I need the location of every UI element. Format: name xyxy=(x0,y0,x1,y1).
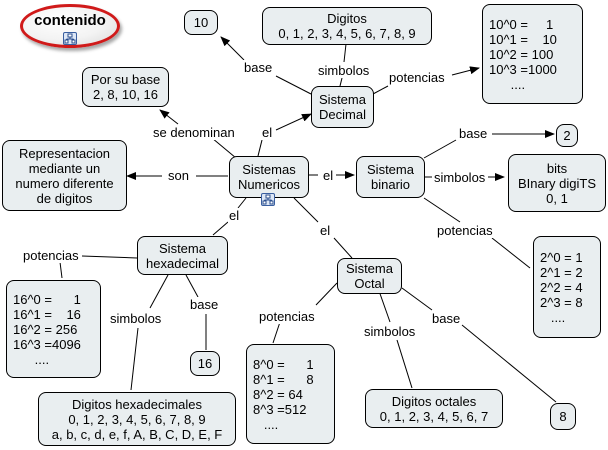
link-line xyxy=(491,237,531,269)
link-line xyxy=(212,221,229,236)
link-line xyxy=(159,109,179,125)
concept-digitos-decimal[interactable]: Digitos 0, 1, 2, 3, 4, 5, 6, 7, 8, 9 xyxy=(262,7,432,45)
link-line xyxy=(315,282,338,306)
concept-base-8[interactable]: 8 xyxy=(550,403,576,430)
link-label-base-decimal: base xyxy=(243,60,274,75)
link-label-potencias-octal: potencias xyxy=(258,309,316,324)
link-label-el-octal: el xyxy=(319,223,332,238)
link-label-el-hex: el xyxy=(228,208,241,223)
link-line xyxy=(185,274,199,298)
concept-sistema-decimal[interactable]: Sistema Decimal xyxy=(311,86,374,128)
map-title-badge[interactable]: contenido xyxy=(20,4,120,50)
link-label-el-binario: el xyxy=(322,168,335,183)
link-line xyxy=(59,261,63,279)
link-label-potencias-decimal: potencias xyxy=(388,70,446,85)
concept-potencias-octal[interactable]: 8^0 = 1 8^1 = 8 8^2 = 64 8^3 =512 .... xyxy=(246,344,335,444)
concept-potencias-binario[interactable]: 2^0 = 1 2^1 = 2 2^2 = 4 2^3 = 8 .... xyxy=(533,236,601,338)
concept-base-2[interactable]: 2 xyxy=(556,124,578,147)
concept-sistema-binario[interactable]: Sistema binario xyxy=(356,156,425,198)
link-line xyxy=(461,324,557,403)
concept-digitos-hexadecimales[interactable]: Digitos hexadecimales 0, 1, 2, 3, 4, 5, … xyxy=(38,392,236,446)
concept-bits[interactable]: bits BInary digiTS 0, 1 xyxy=(508,154,606,212)
link-label-potencias-hex: potencias xyxy=(22,248,80,263)
link-line xyxy=(423,139,457,159)
link-line xyxy=(396,339,413,389)
link-line xyxy=(272,321,281,344)
link-line xyxy=(275,75,312,95)
link-line xyxy=(339,77,343,87)
link-line xyxy=(275,113,312,131)
link-label-base-hex: base xyxy=(189,297,220,312)
link-label-base-octal: base xyxy=(431,311,462,326)
link-label-son: son xyxy=(167,168,190,183)
link-line xyxy=(451,66,480,76)
link-line xyxy=(333,237,353,259)
concept-potencias-hex[interactable]: 16^0 = 1 16^1 = 16 16^2 = 256 16^3 =4096… xyxy=(6,280,101,378)
link-label-simbolos-decimal: simbolos xyxy=(317,63,371,78)
concept-por-su-base[interactable]: Por su base 2, 8, 10, 16 xyxy=(82,67,169,107)
sub-map-icon[interactable] xyxy=(261,193,275,206)
link-line xyxy=(211,137,237,159)
map-title: contenido xyxy=(34,12,106,29)
concept-representacion[interactable]: Representacion mediante un numero difere… xyxy=(2,140,127,211)
link-label-se-denominan: se denominan xyxy=(152,125,236,140)
concept-digitos-octales[interactable]: Digitos octales 0, 1, 2, 3, 4, 5, 6, 7 xyxy=(365,389,503,428)
concept-sistema-hexadecimal[interactable]: Sistema hexadecimal xyxy=(137,236,228,275)
sub-map-icon[interactable] xyxy=(63,32,77,45)
link-line xyxy=(372,85,389,95)
link-line xyxy=(257,139,263,157)
link-line xyxy=(149,274,169,309)
link-line xyxy=(423,197,461,223)
concept-potencias-decimal[interactable]: 10^0 = 1 10^1 = 10 10^2 = 100 10^3 =1000… xyxy=(482,4,583,104)
concept-base-10[interactable]: 10 xyxy=(184,10,218,35)
link-label-simbolos-hex: simbolos xyxy=(109,311,163,326)
link-label-simbolos-octal: simbolos xyxy=(363,324,417,339)
concept-base-16[interactable]: 16 xyxy=(190,351,220,376)
link-line xyxy=(237,197,247,209)
link-line xyxy=(81,255,138,259)
link-label-potencias-binario: potencias xyxy=(436,223,494,238)
concept-sistemas-numericos[interactable]: Sistemas Numericos xyxy=(229,156,309,198)
concept-sistema-octal[interactable]: Sistema Octal xyxy=(337,258,402,294)
link-line xyxy=(343,43,347,63)
link-label-simbolos-binario: simbolos xyxy=(433,170,487,185)
link-line xyxy=(401,287,433,311)
link-line xyxy=(130,327,139,391)
link-line xyxy=(220,36,245,61)
link-label-el-decimal: el xyxy=(261,125,274,140)
link-line xyxy=(293,197,319,223)
link-label-base-binario: base xyxy=(458,126,489,141)
